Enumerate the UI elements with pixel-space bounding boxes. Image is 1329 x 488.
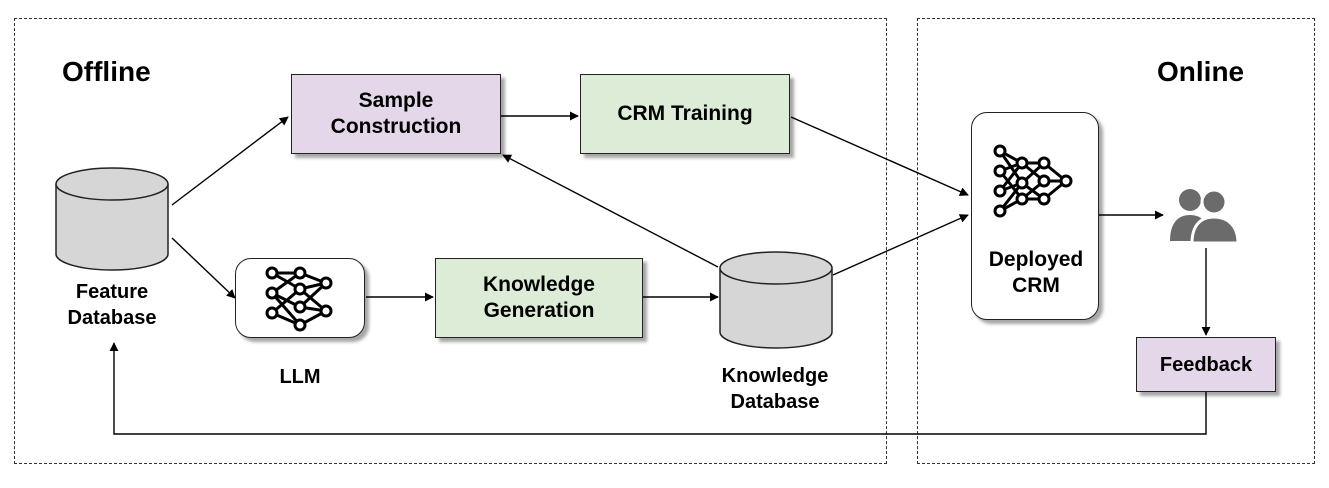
neural-network-icon — [993, 144, 1073, 218]
feedback-label: Feedback — [1159, 353, 1253, 376]
feature-database-label: Feature Database — [67, 281, 157, 329]
crm-training-label: CRM Training — [617, 102, 753, 125]
sample-construction-label: Sample Construction — [330, 89, 462, 138]
edge-feature-to-sample — [171, 116, 289, 206]
edge-feature-to-llm — [171, 237, 236, 299]
feature-database-icon — [55, 167, 169, 271]
deployed-crm-label: Deployed CRM — [988, 248, 1084, 297]
llm-card — [235, 258, 365, 338]
edge-kdb-to-sample — [502, 154, 719, 268]
online-region — [917, 18, 1315, 464]
knowledge-generation-box: Knowledge Generation — [435, 258, 643, 338]
offline-region — [14, 18, 887, 464]
online-title: Online — [1157, 56, 1245, 87]
crm-training-box: CRM Training — [580, 74, 790, 154]
users-icon — [1170, 188, 1240, 245]
deployed-crm-card: Deployed CRM — [971, 112, 1099, 320]
feedback-box: Feedback — [1136, 337, 1276, 392]
knowledge-database-icon — [719, 251, 833, 349]
edge-crmtraining-to-deployed — [790, 116, 969, 196]
knowledge-generation-label: Knowledge Generation — [482, 273, 595, 322]
sample-construction-box: Sample Construction — [291, 74, 501, 154]
knowledge-database-label: Knowledge Database — [721, 365, 829, 413]
llm-label: LLM — [279, 366, 321, 388]
neural-network-icon — [265, 266, 333, 332]
edge-kdb-to-deployed — [832, 214, 969, 276]
edge-feedback-to-feature — [109, 342, 1207, 435]
offline-title: Offline — [62, 56, 151, 87]
